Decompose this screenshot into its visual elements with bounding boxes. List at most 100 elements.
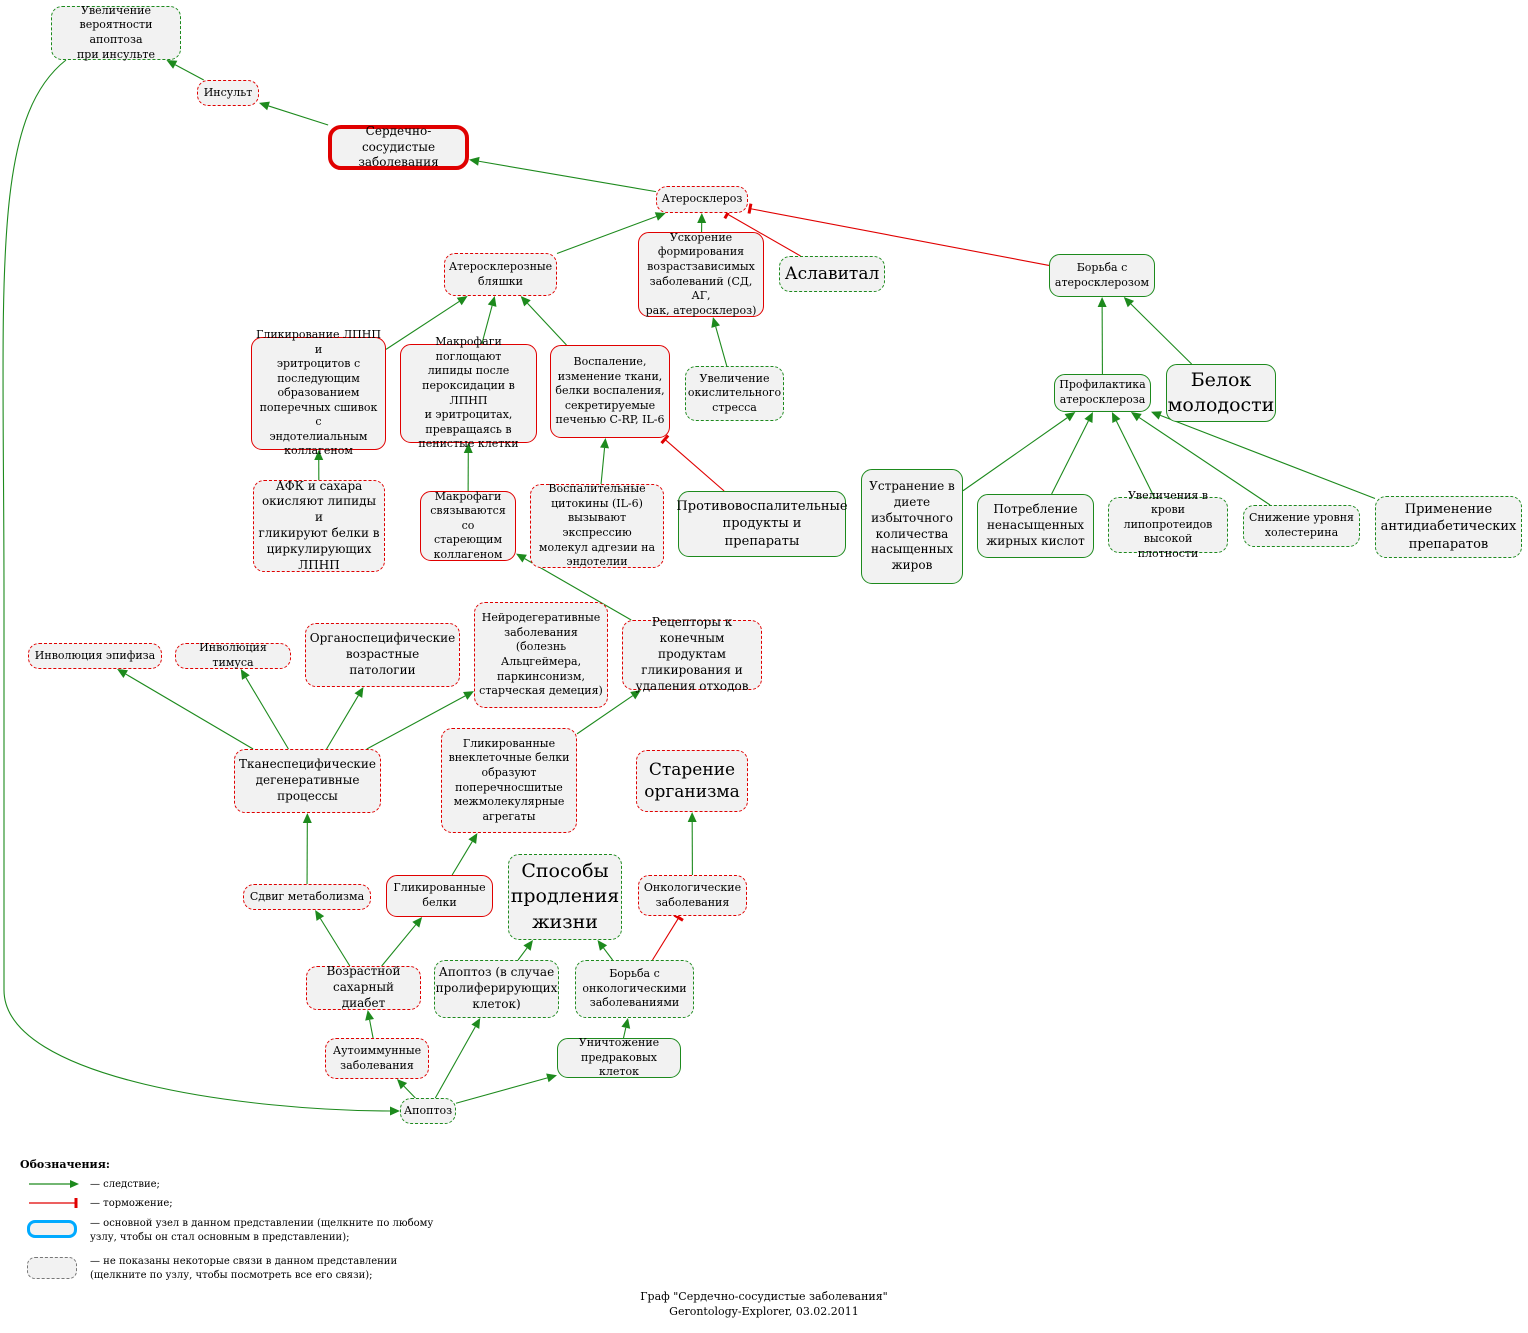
node-age-receptors[interactable]: Рецепторы к конечным продуктам гликирова… xyxy=(622,615,762,693)
edge-n28-n16-head xyxy=(516,553,527,563)
node-glycated-extracellular-proteins[interactable]: Гликированные внеклеточные белки образую… xyxy=(441,728,577,833)
edge-n6-n4-head xyxy=(697,213,707,224)
edge-n10-n5-head xyxy=(487,296,497,307)
node-organism-aging[interactable]: Старение организма xyxy=(636,750,748,812)
node-atherosclerosis-prevention[interactable]: Профилактика атеросклероза xyxy=(1054,374,1151,412)
node-fighting-cancer[interactable]: Борьба с онкологическими заболеваниями xyxy=(575,960,694,1018)
node-pineal-involution[interactable]: Инволюция эпифиза xyxy=(28,643,162,669)
node-oxidative-stress[interactable]: Увеличение окислительного стресса xyxy=(685,366,784,421)
node-thymus-involution[interactable]: Инволюция тимуса xyxy=(175,641,291,669)
edge-n12-n6 xyxy=(715,326,728,367)
graph-caption: Граф "Сердечно-сосудистые заболевания" G… xyxy=(564,1290,964,1320)
edge-n29-n26 xyxy=(326,695,359,750)
edge-n19-n13 xyxy=(962,417,1068,492)
node-apoptosis[interactable]: Апоптоз xyxy=(400,1098,456,1124)
edge-n29-n24 xyxy=(125,673,254,750)
legend-main-node-swatch xyxy=(27,1220,77,1238)
node-tissue-degeneration[interactable]: Тканеспецифические дегенеративные процес… xyxy=(234,749,381,813)
node-inflammation[interactable]: Воспаление, изменение ткани, белки воспа… xyxy=(550,345,670,438)
node-age-diabetes[interactable]: Возрастной сахарный диабет xyxy=(306,964,421,1010)
edge-n29-n25 xyxy=(245,677,289,750)
node-ldl-glycation[interactable]: Гликирование ЛПНП и эритроцитов с послед… xyxy=(251,328,386,457)
edge-n29-n24-head xyxy=(117,669,129,678)
node-unsaturated-fatty-acids[interactable]: Потребление ненасыщенных жирных кислот xyxy=(977,494,1094,558)
node-life-extension-methods[interactable]: Способы продления жизни xyxy=(508,854,622,940)
edge-n20-n13 xyxy=(1051,420,1089,495)
node-macrophages-foam-cells[interactable]: Макрофаги поглощают липиды после перокси… xyxy=(400,335,537,450)
edge-n23-n13-head xyxy=(1151,411,1162,420)
node-increased-apoptosis-stroke[interactable]: Увеличение вероятности апоптоза при инсу… xyxy=(51,4,181,61)
edge-n37-n34-head xyxy=(523,940,533,951)
node-precancerous-cells-destruction[interactable]: Уничтожение предраковых клеток xyxy=(557,1036,681,1078)
edge-n41-n40-head xyxy=(546,1073,557,1083)
edge-n29-n26-head xyxy=(354,687,364,698)
legend-inhibition-text: — торможение; xyxy=(90,1198,173,1209)
edge-n36-n32-head xyxy=(315,910,325,921)
node-antidiabetic-drugs[interactable]: Применение антидиабетических препаратов xyxy=(1375,496,1522,558)
node-accelerated-age-diseases[interactable]: Ускорение формирования возрастзависимых … xyxy=(638,231,764,317)
legend-hidden-links-text: — не показаны некоторые связи в данном п… xyxy=(90,1256,398,1281)
edge-n13-n8-head xyxy=(1097,297,1107,308)
edge-n41-n39 xyxy=(403,1085,416,1099)
node-youth-protein[interactable]: Белок молодости xyxy=(1166,364,1276,422)
edge-n40-n38 xyxy=(622,1027,627,1039)
node-anti-inflammatory-products[interactable]: Противовоспалительные продукты и препара… xyxy=(676,491,848,557)
edge-n22-n13 xyxy=(1138,417,1271,506)
caption-title: Граф "Сердечно-сосудистые заболевания" xyxy=(640,1290,888,1303)
node-ros-sugars-oxidize[interactable]: АФК и сахара окисляют липиды и гликируют… xyxy=(253,479,385,572)
edge-n4-n3 xyxy=(478,160,657,193)
node-fighting-atherosclerosis[interactable]: Борьба с атеросклерозом xyxy=(1049,254,1155,297)
node-glycated-proteins[interactable]: Гликированные белки xyxy=(386,875,493,917)
node-macrophages-collagen[interactable]: Макрофаги связываются со стареющим колла… xyxy=(420,490,516,561)
edge-n21-n13 xyxy=(1115,420,1155,498)
edge-n35-n31-head xyxy=(687,812,697,823)
edge-n39-n36-head xyxy=(365,1010,375,1021)
edge-n9-n5 xyxy=(385,301,460,350)
edge-n9-n5-head xyxy=(456,296,468,306)
edge-n36-n32 xyxy=(319,918,351,967)
node-neurodegenerative-diseases[interactable]: Нейродегеративные заболевания (болезнь А… xyxy=(474,602,608,708)
edge-n2-n1 xyxy=(174,64,204,81)
edge-n30-n28-head xyxy=(630,690,641,700)
edge-n7-n4 xyxy=(727,213,801,257)
edge-n21-n13-head xyxy=(1111,412,1121,423)
edge-n41-n40 xyxy=(455,1077,548,1104)
node-cardiovascular-diseases[interactable]: Сердечно-сосудистые заболевания xyxy=(328,124,469,170)
edge-n38-n34-head xyxy=(597,940,608,951)
node-remove-saturated-fats[interactable]: Устранение в диете избыточного количеств… xyxy=(861,469,963,584)
node-apoptosis-proliferating-cells[interactable]: Апоптоз (в случае пролиферирующих клеток… xyxy=(434,960,559,1018)
edge-n38-n34 xyxy=(603,947,614,961)
edge-n5-n4 xyxy=(556,215,657,254)
edge-n16-n10-head xyxy=(463,443,473,454)
edge-n36-n33 xyxy=(381,924,417,967)
edge-n38-n35 xyxy=(652,917,680,961)
edge-n2-n1-head xyxy=(166,60,178,69)
legend-title: Обозначения: xyxy=(20,1158,110,1171)
edge-n1-n41-head xyxy=(390,1106,400,1116)
node-aslavital[interactable]: Аславитал xyxy=(779,256,885,292)
node-inflammatory-cytokines[interactable]: Воспалительные цитокины (IL-6) вызывают … xyxy=(530,482,664,568)
node-lower-cholesterol[interactable]: Снижение уровня холестерина xyxy=(1243,505,1360,547)
node-oncological-diseases[interactable]: Онкологические заболевания xyxy=(638,875,747,916)
node-stroke[interactable]: Инсульт xyxy=(197,80,259,106)
edge-n11-n5-head xyxy=(520,296,531,307)
node-atherosclerotic-plaques[interactable]: Атеросклерозные бляшки xyxy=(444,253,557,296)
edge-n23-n13 xyxy=(1160,414,1376,500)
edge-n41-n39-head xyxy=(396,1079,408,1090)
edge-n3-n2-head xyxy=(259,101,270,111)
edge-n33-n30-head xyxy=(468,833,478,844)
node-atherosclerosis[interactable]: Атеросклероз xyxy=(656,186,748,213)
node-organ-specific-pathologies[interactable]: Органоспецифические возрастные патологии xyxy=(305,623,460,687)
node-autoimmune-diseases[interactable]: Аутоиммунные заболевания xyxy=(325,1038,429,1079)
edge-n14-n8 xyxy=(1130,303,1193,365)
edge-n29-n27-head xyxy=(463,691,474,700)
node-increase-hdl[interactable]: Увеличения в крови липопротеидов высокой… xyxy=(1108,489,1228,560)
edge-n37-n34 xyxy=(517,947,528,961)
node-metabolism-shift[interactable]: Сдвиг метаболизма xyxy=(243,884,371,910)
edge-n4-n3-head xyxy=(469,156,480,166)
edge-n12-n6-head xyxy=(711,317,721,328)
edge-n36-n33-head xyxy=(412,917,423,928)
edge-n5-n4-head xyxy=(654,212,666,221)
edge-n41-n37 xyxy=(434,1026,476,1099)
